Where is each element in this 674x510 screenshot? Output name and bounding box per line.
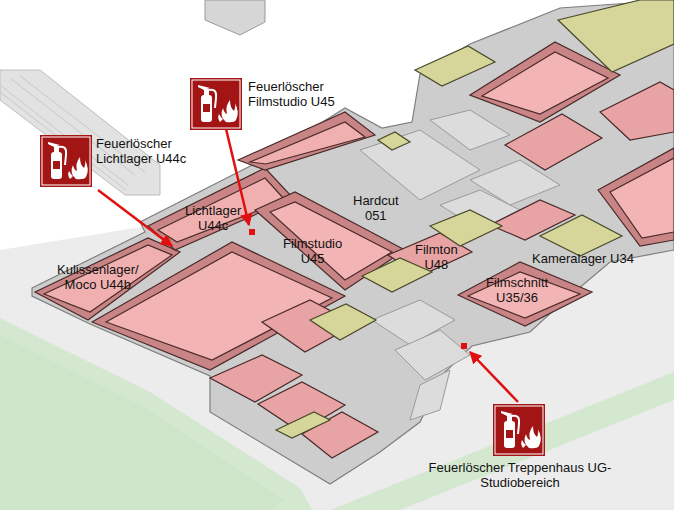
- location-dot: [461, 343, 467, 349]
- label-text: Lichtlager U44c: [185, 203, 241, 233]
- room-label: Kulissenlager/ Moco U44b: [57, 262, 139, 292]
- leader-arrow: [470, 352, 518, 402]
- label-text: Hardcut 051: [353, 193, 399, 223]
- label-text: Kameralager U34: [532, 251, 634, 266]
- extinguisher-sign: [493, 404, 545, 456]
- callout-label: Feuerlöscher Filmstudio U45: [248, 79, 352, 109]
- room-label: Hardcut 051: [353, 193, 399, 223]
- location-dot: [249, 229, 255, 235]
- callout-label: Feuerlöscher Treppenhaus UG-Studiobereic…: [410, 460, 630, 490]
- label-text: Filmschnitt U35/36: [486, 275, 548, 305]
- label-text: Filmton U48: [415, 242, 458, 272]
- room-label: Kameralager U34: [532, 251, 634, 266]
- room-label: Filmstudio U45: [283, 236, 342, 266]
- label-text: Feuerlöscher Treppenhaus UG-Studiobereic…: [410, 460, 630, 490]
- label-text: Filmstudio U45: [283, 236, 342, 266]
- extinguisher-sign: [40, 135, 92, 187]
- label-text: Feuerlöscher Filmstudio U45: [248, 79, 352, 109]
- room-label: Filmton U48: [415, 242, 458, 272]
- room-label: Lichtlager U44c: [185, 203, 241, 233]
- leader-arrow: [98, 190, 172, 246]
- label-text: Feuerlöscher Lichtlager U44c: [96, 136, 200, 166]
- extinguisher-sign: [190, 78, 242, 130]
- label-text: Kulissenlager/ Moco U44b: [57, 262, 139, 292]
- callout-label: Feuerlöscher Lichtlager U44c: [96, 136, 200, 166]
- room-label: Filmschnitt U35/36: [486, 275, 548, 305]
